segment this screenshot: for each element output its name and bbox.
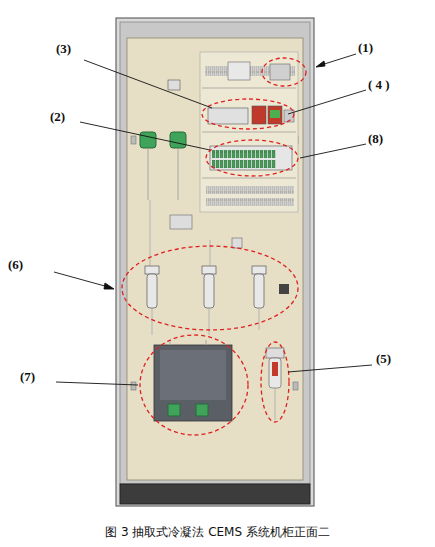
callout-number: (1) [358,41,373,55]
callout-number: (3) [56,42,71,56]
callout-number: (7) [20,370,35,384]
callout-number: (8) [368,132,383,146]
callout-number: (6) [8,258,23,272]
figure-caption: 图 3 抽取式冷凝法 CEMS 系统机柜正面二 [0,524,435,541]
callout-number: (2) [50,110,65,124]
callout-number: (5) [376,352,391,366]
callout-number: ( 4 ) [368,78,390,92]
